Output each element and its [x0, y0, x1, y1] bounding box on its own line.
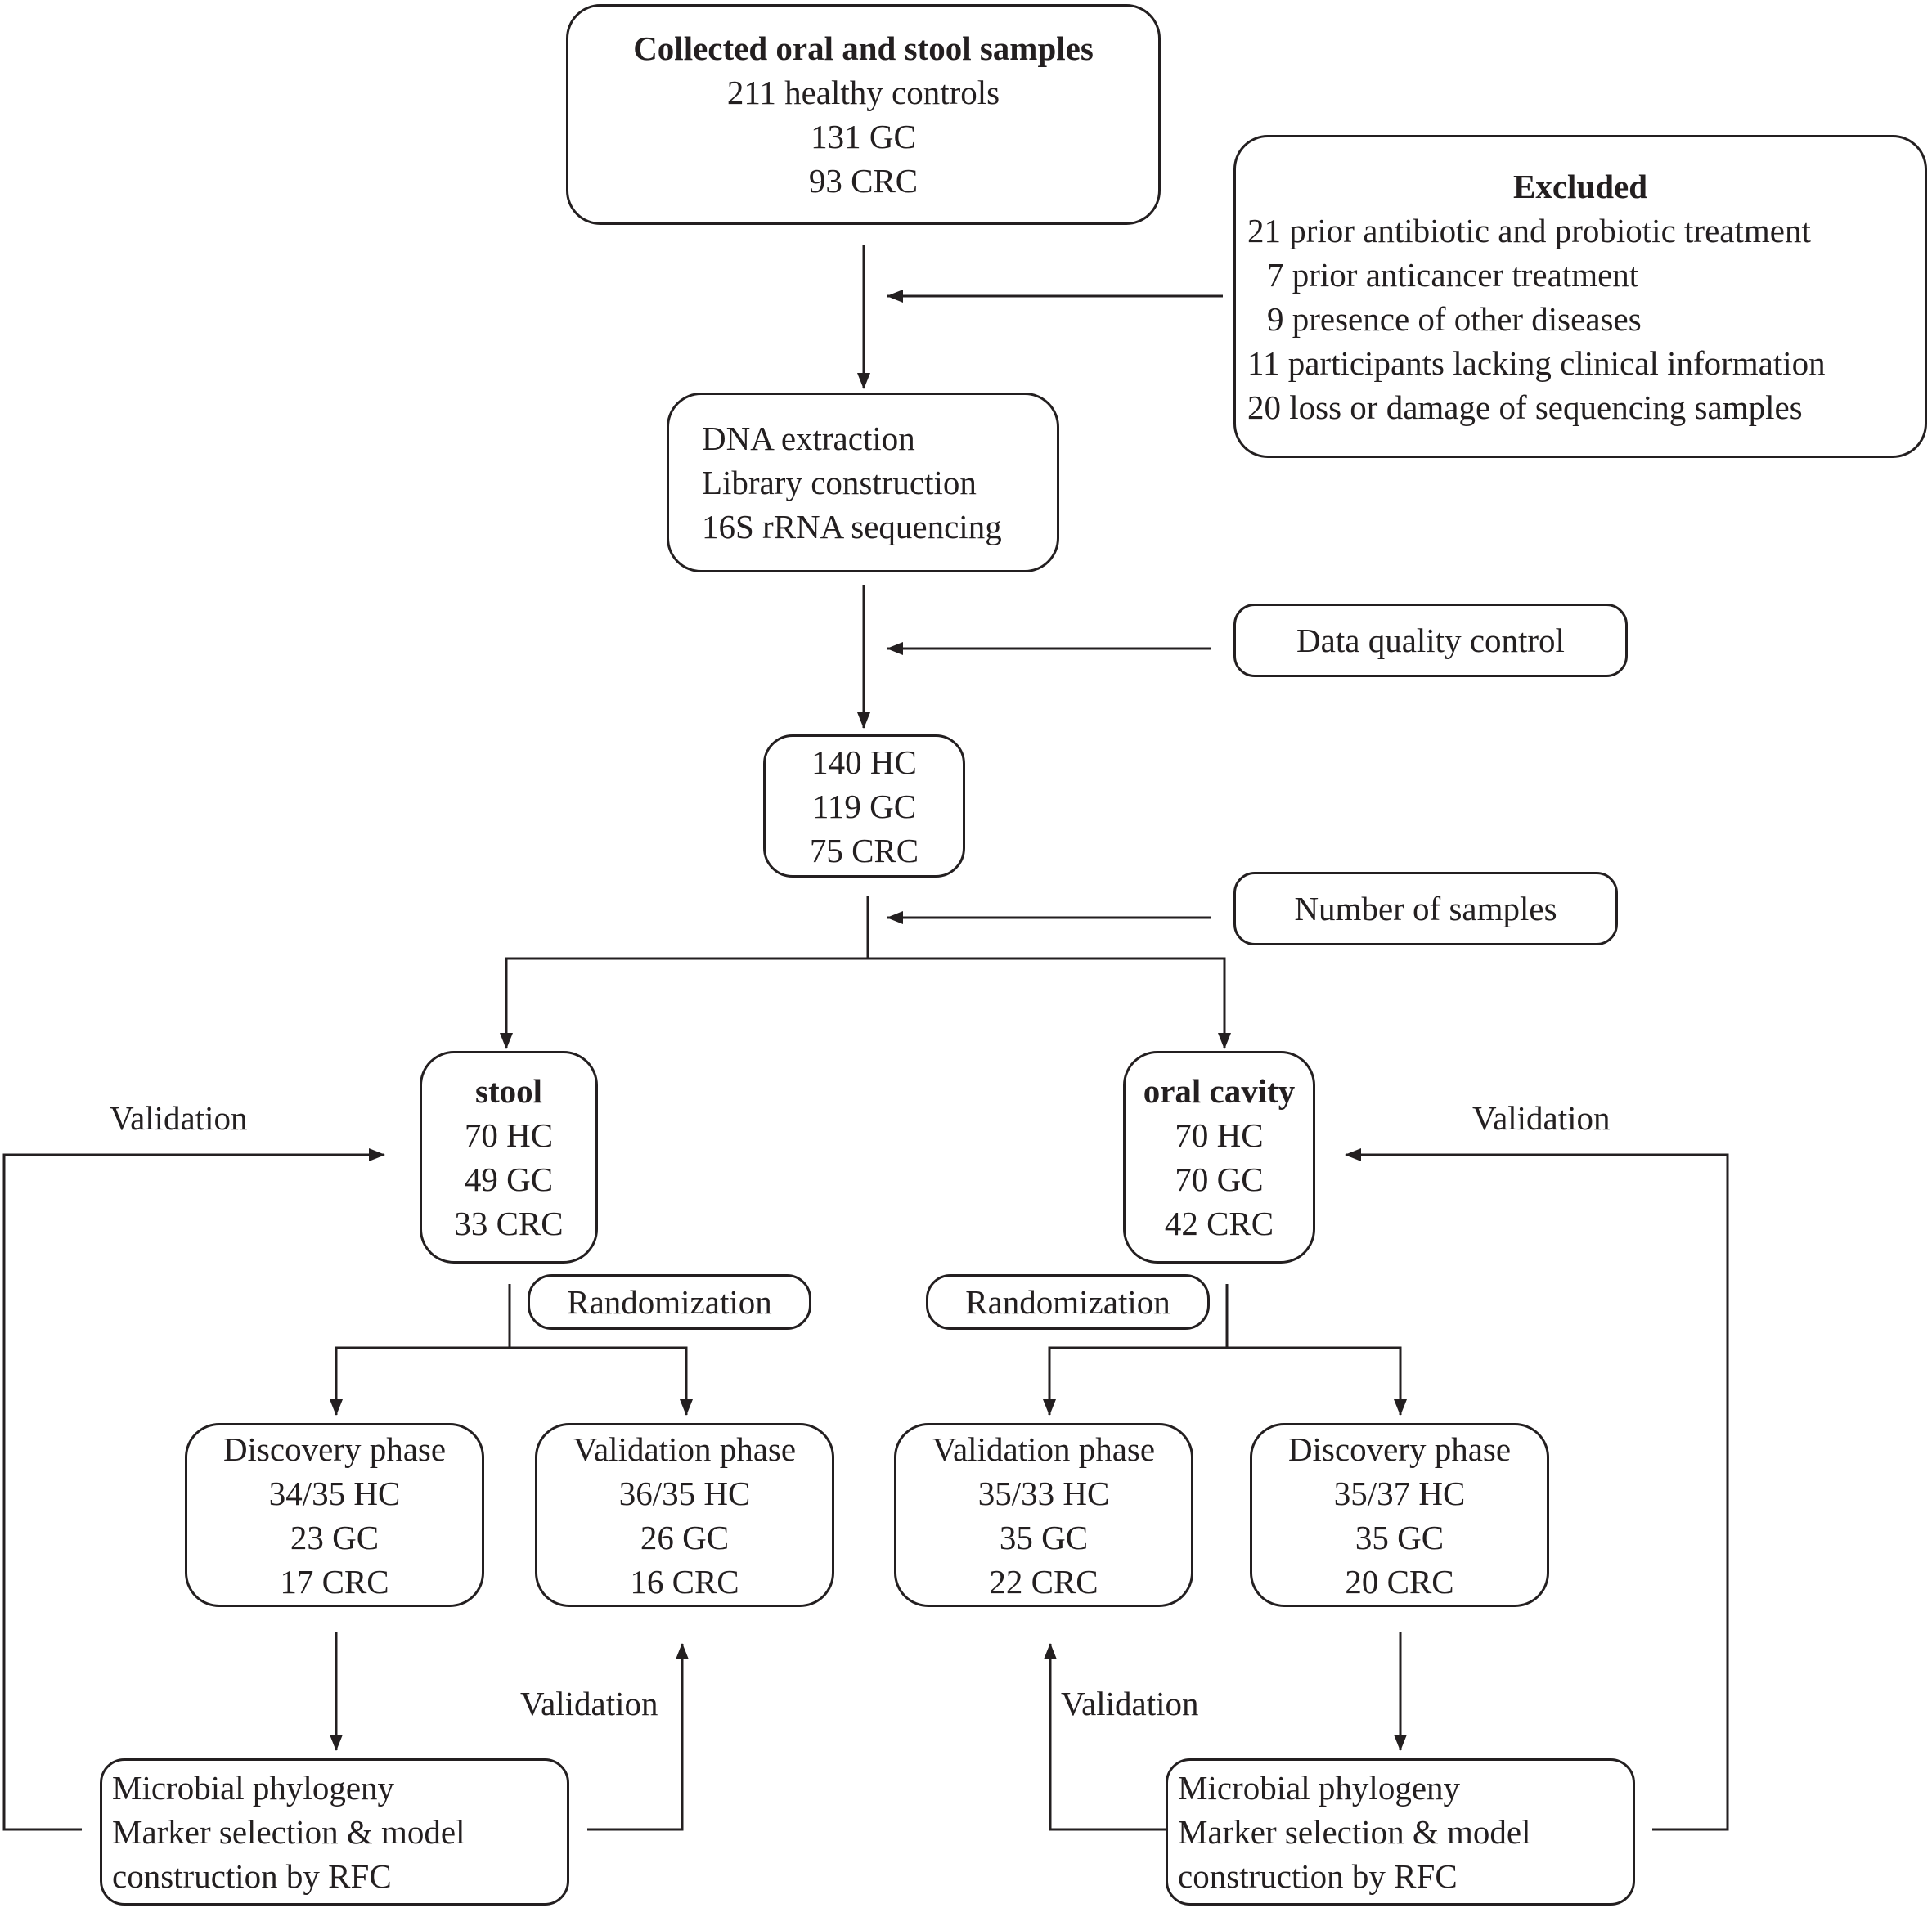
stool-model-line-1: Microbial phylogeny	[112, 1769, 395, 1807]
arrow-oral-discovery	[1227, 1346, 1407, 1416]
stool-line-2: 49 GC	[464, 1161, 554, 1198]
oral-validation-line-1: 35/33 HC	[977, 1474, 1110, 1512]
oral-discovery-line-2: 35 GC	[1355, 1518, 1445, 1556]
arrow-oral-model-to-validation	[1044, 1643, 1167, 1831]
oral-validation-box: Validation phase 35/33 HC 35 GC 22 CRC	[894, 1423, 1193, 1607]
number-of-samples-label: Number of samples	[1294, 890, 1557, 927]
stool-discovery-line-1: 34/35 HC	[268, 1474, 401, 1512]
oral-randomization-label: Randomization	[965, 1283, 1170, 1321]
arrow-stool-model-to-validation	[587, 1643, 689, 1831]
stool-model-box: Microbial phylogeny Marker selection & m…	[100, 1758, 569, 1906]
stool-validation-title: Validation phase	[573, 1430, 797, 1468]
oral-validation-line-2: 35 GC	[999, 1518, 1089, 1556]
qc-counts-line-1: 140 HC	[811, 743, 917, 781]
oral-model-line-1: Microbial phylogeny	[1178, 1769, 1461, 1807]
excluded-line-2: 7 prior anticancer treatment	[1267, 255, 1639, 294]
excluded-title: Excluded	[1512, 167, 1648, 205]
arrow-to-oral	[868, 957, 1231, 1049]
arrow-stool-discovery	[330, 1346, 510, 1416]
stool-outer-validation-label: Validation	[110, 1099, 248, 1137]
stool-randomization-box: Randomization	[528, 1274, 811, 1330]
stool-line-3: 33 CRC	[454, 1205, 564, 1242]
collected-line-2: 131 GC	[811, 118, 916, 155]
oral-discovery-line-3: 20 CRC	[1345, 1562, 1454, 1600]
oral-validation-line-3: 22 CRC	[989, 1562, 1099, 1600]
oral-cavity-line-2: 70 GC	[1175, 1161, 1264, 1198]
excluded-box: Excluded 21 prior antibiotic and probiot…	[1233, 135, 1927, 458]
stool-title: stool	[475, 1072, 542, 1110]
stool-discovery-line-3: 17 CRC	[280, 1562, 389, 1600]
oral-discovery-title: Discovery phase	[1287, 1430, 1512, 1468]
excluded-line-4: 11 participants lacking clinical informa…	[1247, 343, 1826, 382]
excluded-line-3: 9 presence of other diseases	[1267, 299, 1642, 338]
processing-box: DNA extraction Library construction 16S …	[667, 393, 1059, 572]
data-quality-control-label: Data quality control	[1296, 622, 1565, 659]
stool-discovery-box: Discovery phase 34/35 HC 23 GC 17 CRC	[185, 1423, 484, 1607]
processing-line-2: Library construction	[702, 464, 977, 501]
excluded-line-5: 20 loss or damage of sequencing samples	[1247, 388, 1803, 426]
stool-validation-line-1: 36/35 HC	[618, 1474, 751, 1512]
arrow-stool-validation	[510, 1346, 693, 1416]
oral-validation-title: Validation phase	[932, 1430, 1156, 1468]
oral-model-line-3: construction by RFC	[1178, 1857, 1458, 1895]
stool-model-line-3: construction by RFC	[112, 1857, 392, 1895]
oral-discovery-line-1: 35/37 HC	[1333, 1474, 1466, 1512]
oral-cavity-box: oral cavity 70 HC 70 GC 42 CRC	[1123, 1051, 1315, 1264]
oral-outer-validation-label: Validation	[1472, 1099, 1611, 1137]
oral-cavity-line-1: 70 HC	[1175, 1116, 1264, 1154]
collected-line-3: 93 CRC	[808, 162, 919, 200]
stool-validation-line-2: 26 GC	[640, 1518, 730, 1556]
stool-validation-line-3: 16 CRC	[630, 1562, 739, 1600]
oral-cavity-title: oral cavity	[1143, 1072, 1296, 1110]
oral-cavity-line-3: 42 CRC	[1164, 1205, 1274, 1242]
data-quality-control-box: Data quality control	[1233, 604, 1628, 677]
processing-line-3: 16S rRNA sequencing	[702, 508, 1002, 545]
stool-validation-box: Validation phase 36/35 HC 26 GC 16 CRC	[535, 1423, 834, 1607]
stool-discovery-title: Discovery phase	[222, 1430, 447, 1468]
oral-model-line-2: Marker selection & model	[1178, 1813, 1531, 1851]
collected-line-1: 211 healthy controls	[726, 74, 1000, 111]
oral-randomization-box: Randomization	[926, 1274, 1210, 1330]
oral-model-box: Microbial phylogeny Marker selection & m…	[1166, 1758, 1635, 1906]
stool-line-1: 70 HC	[464, 1116, 554, 1154]
collected-title: Collected oral and stool samples	[633, 29, 1094, 67]
arrow-oral-validation	[1043, 1346, 1227, 1416]
qc-counts-box: 140 HC 119 GC 75 CRC	[763, 734, 965, 878]
arrow-stool-outer-validation	[2, 1148, 385, 1831]
arrow-to-stool	[500, 957, 868, 1049]
stool-model-line-2: Marker selection & model	[112, 1813, 465, 1851]
oral-discovery-box: Discovery phase 35/37 HC 35 GC 20 CRC	[1250, 1423, 1549, 1607]
processing-line-1: DNA extraction	[702, 420, 915, 457]
excluded-line-1: 21 prior antibiotic and probiotic treatm…	[1247, 211, 1811, 249]
number-of-samples-box: Number of samples	[1233, 872, 1618, 945]
stool-box: stool 70 HC 49 GC 33 CRC	[420, 1051, 598, 1264]
stool-discovery-line-2: 23 GC	[290, 1518, 380, 1556]
qc-counts-line-3: 75 CRC	[809, 831, 919, 869]
collected-samples-box: Collected oral and stool samples 211 hea…	[566, 4, 1161, 225]
qc-counts-line-2: 119 GC	[811, 787, 917, 825]
oral-inner-validation-label: Validation	[1061, 1685, 1199, 1722]
arrow-oral-outer-validation	[1345, 1148, 1729, 1831]
stool-randomization-label: Randomization	[567, 1283, 772, 1321]
stool-inner-validation-label: Validation	[520, 1685, 658, 1722]
